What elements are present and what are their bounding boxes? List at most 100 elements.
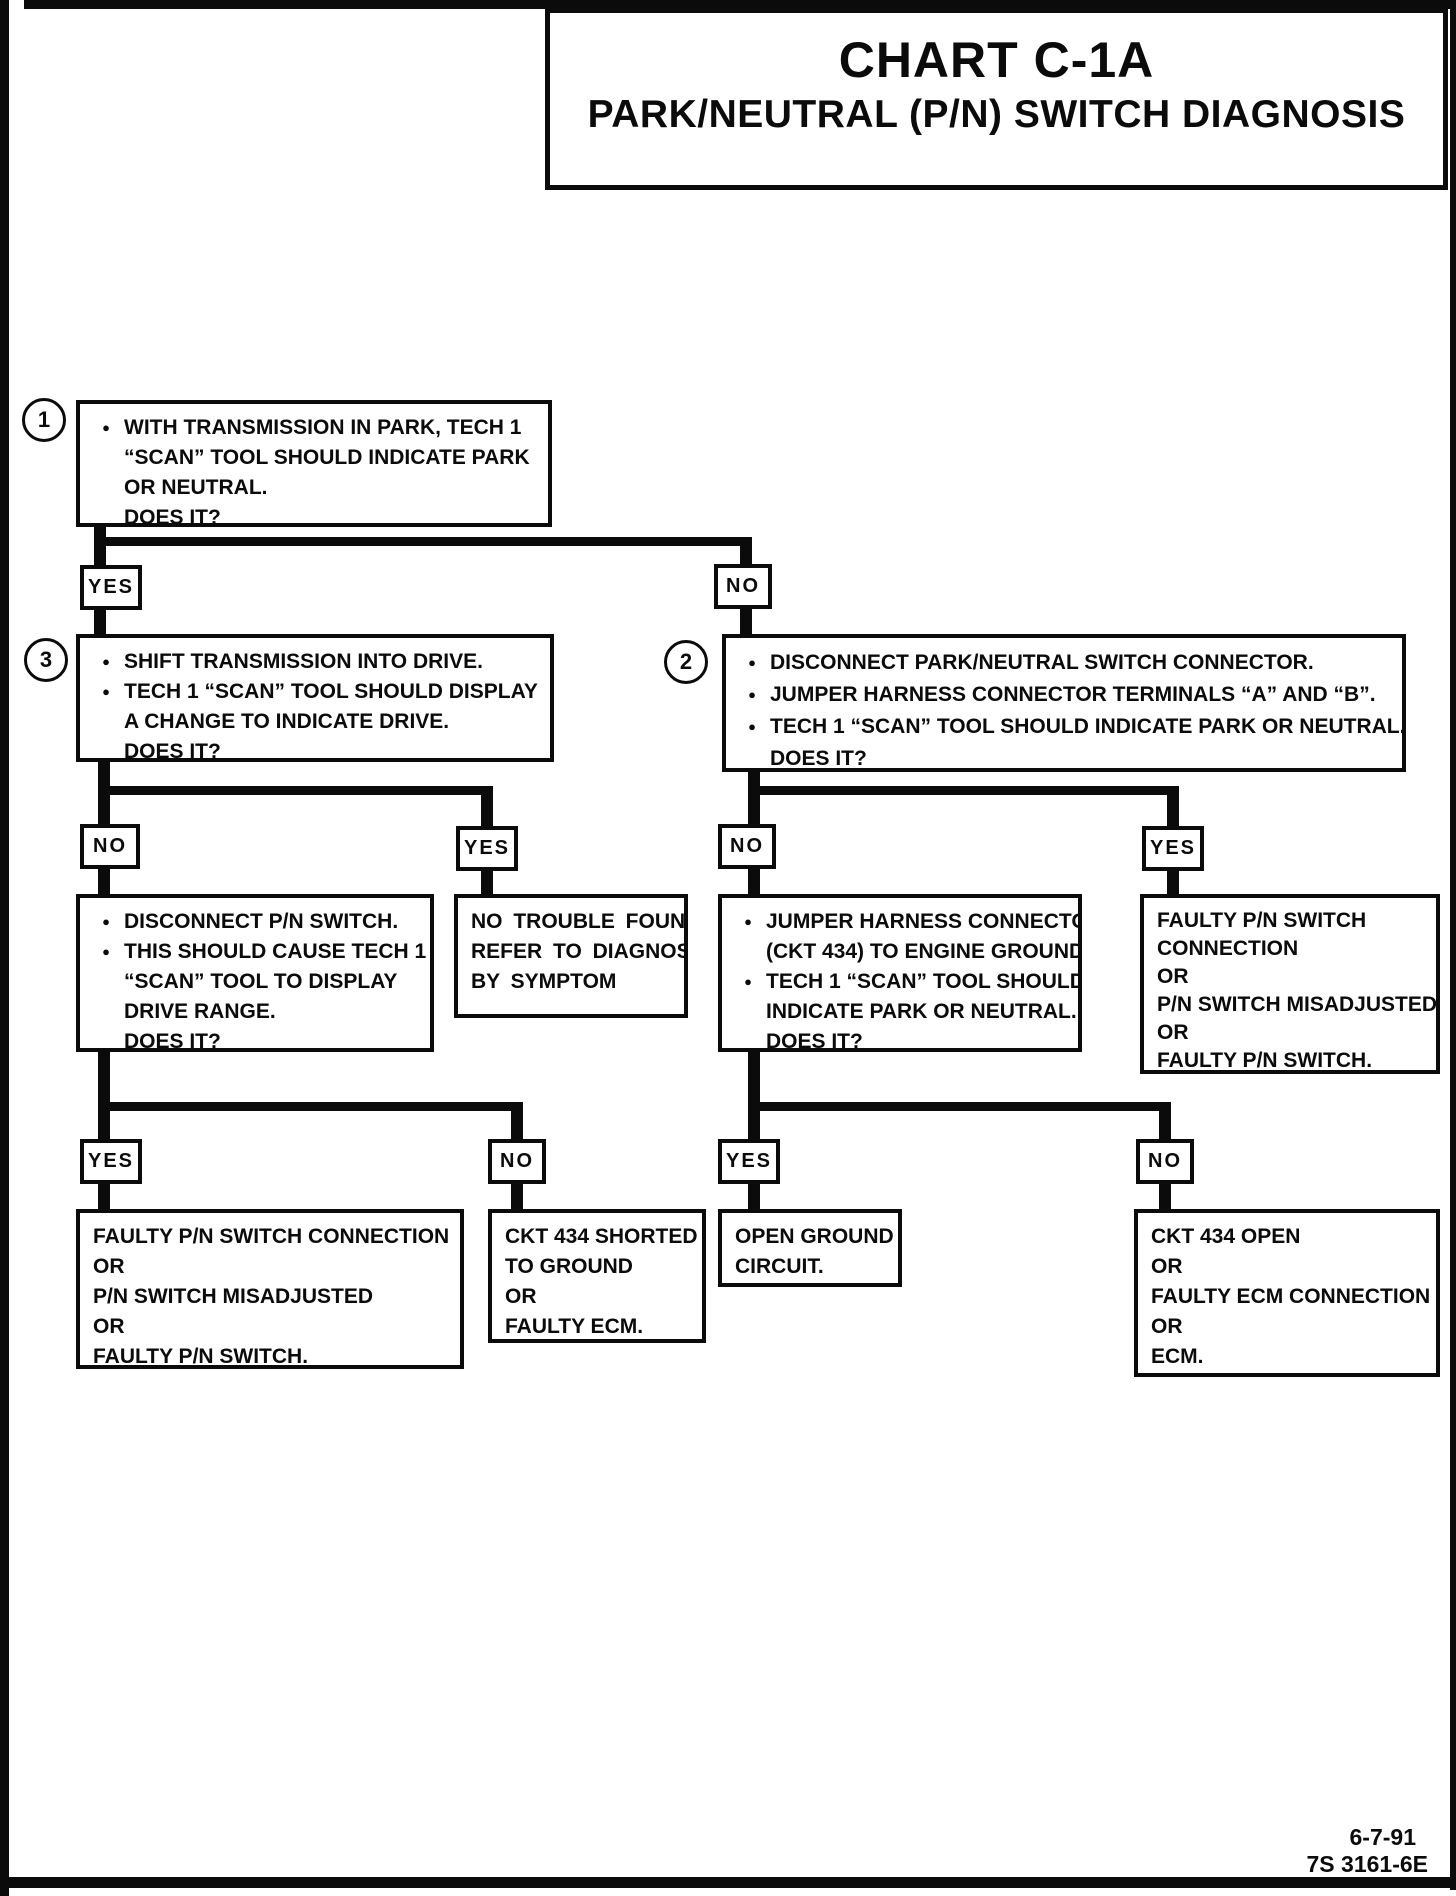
step-1-badge: 1 (22, 398, 66, 442)
bullet-spacer (730, 1027, 766, 1048)
flow-box-text: P/N SWITCH MISADJUSTED (1157, 993, 1438, 1016)
flow-box-text: DISCONNECT PARK/NEUTRAL SWITCH CONNECTOR… (770, 651, 1314, 674)
flow-box-line: CKT 434 OPEN (1151, 1222, 1431, 1252)
step-3-number: 3 (39, 647, 53, 672)
flow-box-text: TECH 1 “SCAN” TOOL SHOULD (766, 970, 1082, 993)
connector-line (481, 786, 493, 828)
flow-box-text: TECH 1 “SCAN” TOOL SHOULD INDICATE PARK … (770, 715, 1406, 738)
flow-box-line: ●DISCONNECT PARK/NEUTRAL SWITCH CONNECTO… (734, 647, 1397, 679)
connector-line (1159, 1102, 1171, 1141)
flow-box-text: DOES IT? (124, 1030, 221, 1052)
connector-line (1167, 786, 1179, 828)
flow-box-line: A CHANGE TO INDICATE DRIVE. (88, 707, 545, 737)
flow-box-line: CIRCUIT. (735, 1252, 893, 1282)
flow-box-line: (CKT 434) TO ENGINE GROUND. (730, 937, 1078, 967)
flow-box-line: ●SHIFT TRANSMISSION INTO DRIVE. (88, 647, 545, 677)
flow-box-line: REFER TO DIAGNOSIS (471, 937, 684, 967)
flow-box-line: DOES IT? (88, 1027, 425, 1052)
flow-box-line: FAULTY P/N SWITCH. (1157, 1047, 1431, 1072)
step-1-number: 1 (37, 407, 51, 432)
footer-date: 6-7-91 (1349, 1824, 1416, 1850)
step-2-number: 2 (679, 649, 693, 674)
bullet-icon: ● (748, 687, 756, 702)
bullet-icon: ● (102, 944, 110, 959)
connector-line (748, 1102, 1171, 1111)
box-step2: ● DISCONNECT PARK/NEUTRAL SWITCH CONNECTO… (722, 634, 1406, 772)
flow-box-line: BY SYMPTOM (471, 967, 679, 997)
decision-step3-no: NO (80, 824, 140, 869)
flow-box-line: OR (93, 1312, 455, 1342)
flow-box-text: JUMPER HARNESS CONNECTOR TERMINALS “A” A… (770, 683, 1376, 706)
decision-step2-yes: YES (1142, 826, 1204, 871)
flow-box-line: “SCAN” TOOL SHOULD INDICATE PARK (88, 443, 543, 473)
flow-box-text: OR (505, 1285, 537, 1308)
flow-box-text: CONNECTION (1157, 937, 1299, 960)
decision-step1-yes: YES (80, 565, 142, 610)
flow-box-text: REFER TO DIAGNOSIS (471, 940, 688, 963)
flow-box-text: OR NEUTRAL. (124, 476, 268, 499)
bullet-spacer (88, 473, 124, 503)
box-step1: ●WITH TRANSMISSION IN PARK, TECH 1“SCAN”… (76, 400, 552, 527)
connector-line (740, 541, 752, 567)
connector-line (748, 768, 760, 826)
flow-box-line: P/N SWITCH MISADJUSTED (1157, 991, 1436, 1019)
flow-box-text: DOES IT? (766, 1030, 863, 1052)
flow-box-text: THIS SHOULD CAUSE TECH 1 (124, 940, 427, 963)
bullet-icon: ● (744, 974, 752, 989)
flow-box-line: CKT 434 SHORTED (505, 1222, 698, 1252)
connector-line (98, 1102, 523, 1111)
flow-box-text: OPEN GROUND (735, 1225, 894, 1248)
flow-box-line: ECM. (1151, 1342, 1431, 1372)
flow-box-text: OR (1151, 1255, 1183, 1278)
connector-line (748, 1182, 760, 1211)
flow-box-text: FAULTY P/N SWITCH. (1157, 1049, 1373, 1072)
flow-box-text: NO TROUBLE FOUND. (471, 910, 688, 933)
step-2-badge: 2 (664, 640, 708, 684)
flow-box-text: OR (1151, 1315, 1183, 1338)
connector-line (748, 867, 760, 896)
page-border-right (1450, 0, 1456, 1890)
flow-box-text: CKT 434 OPEN (1151, 1225, 1301, 1248)
flow-box-text: WITH TRANSMISSION IN PARK, TECH 1 (124, 416, 522, 439)
box-step3: ●SHIFT TRANSMISSION INTO DRIVE.●TECH 1 “… (76, 634, 554, 762)
flow-box-line: ●TECH 1 “SCAN” TOOL SHOULD DISPLAY (88, 677, 545, 707)
decision-step3-yes: YES (456, 826, 518, 871)
decision-disconnect-no: NO (488, 1139, 546, 1184)
connector-line (94, 608, 106, 636)
flow-box-line: ● THIS SHOULD CAUSE TECH 1 (88, 937, 427, 967)
flow-box-line: OR (1157, 1019, 1431, 1047)
connector-line (511, 1182, 523, 1211)
flow-box-line: DRIVE RANGE. (88, 997, 425, 1027)
decision-label: YES (1149, 837, 1197, 859)
flow-box-text: TECH 1 “SCAN” TOOL SHOULD DISPLAY (124, 680, 538, 703)
flow-box-line: OR NEUTRAL. (88, 473, 543, 503)
flow-box-text: CKT 434 SHORTED (505, 1225, 698, 1248)
flow-box-line: ●TECH 1 “SCAN” TOOL SHOULD INDICATE PARK… (734, 711, 1402, 743)
flow-box-text: DOES IT? (124, 506, 221, 527)
flow-box-line: FAULTY P/N SWITCH CONNECTION (93, 1222, 455, 1252)
chart-subtitle: PARK/NEUTRAL (P/N) SWITCH DIAGNOSIS (587, 93, 1406, 136)
connector-line (98, 867, 110, 896)
decision-label: YES (725, 1150, 773, 1172)
flow-box-text: ECM. (1151, 1345, 1204, 1368)
flow-box-text: JUMPER HARNESS CONNECTOR (766, 910, 1082, 933)
flow-box-text: “SCAN” TOOL SHOULD INDICATE PARK (124, 446, 530, 469)
box-disconnect-pn-switch: ●DISCONNECT P/N SWITCH. ● THIS SHOULD CAUS… (76, 894, 434, 1052)
footer-doc-number: 7S 3161-6E (1306, 1851, 1428, 1877)
bullet-icon: ● (748, 719, 756, 734)
flow-box-text: DISCONNECT P/N SWITCH. (124, 910, 399, 933)
page-border-left (0, 0, 9, 1896)
bullet-icon: ● (102, 654, 110, 669)
flow-box-line: FAULTY ECM. (505, 1312, 697, 1339)
flow-box-text: BY SYMPTOM (471, 970, 617, 993)
flow-box-text: INDICATE PARK OR NEUTRAL. (766, 1000, 1077, 1023)
flow-box-line: P/N SWITCH MISADJUSTED (93, 1282, 455, 1312)
bullet-spacer (88, 707, 124, 737)
flow-box-line: ●DISCONNECT P/N SWITCH. (88, 907, 425, 937)
flow-box-line: OPEN GROUND (735, 1222, 894, 1252)
flow-box-text: CIRCUIT. (735, 1255, 824, 1278)
